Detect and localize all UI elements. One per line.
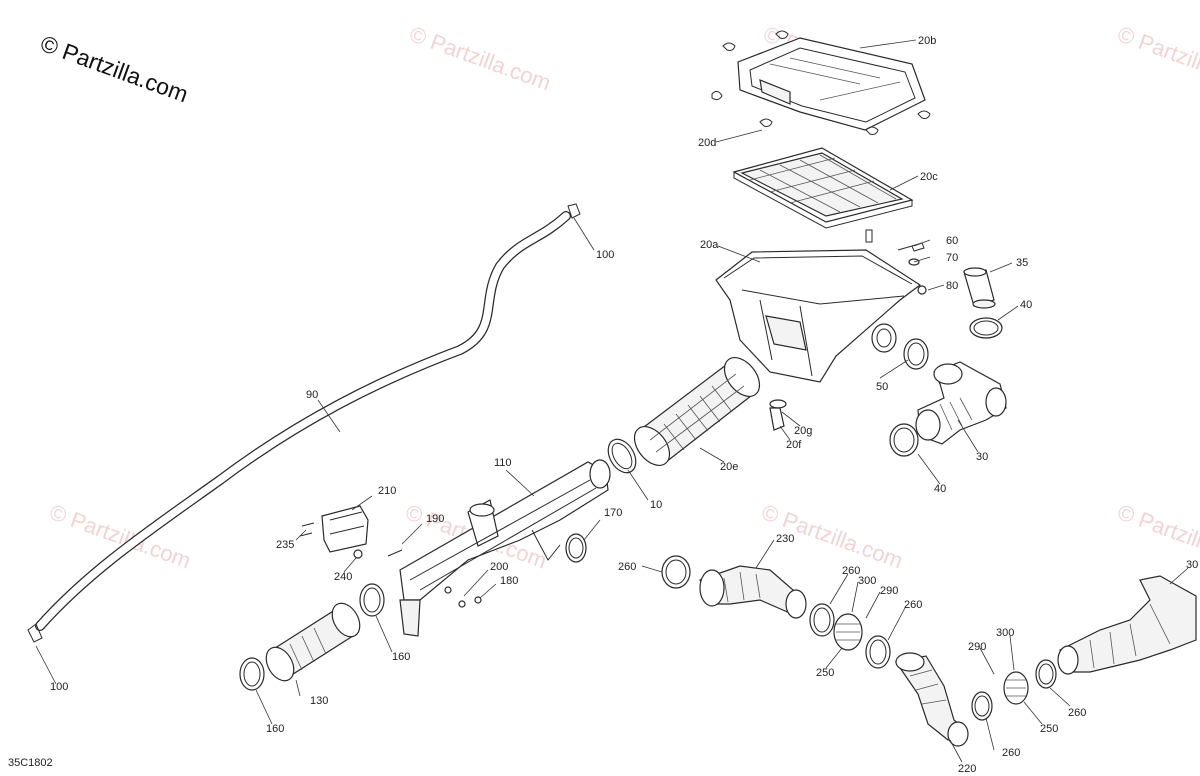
- watermark-layer: © Partzilla.com © Partzilla.com © Partzi…: [46, 21, 1200, 573]
- mounting-bracket: [321, 505, 369, 553]
- outlet-hose: [1057, 575, 1197, 675]
- callout-20f: 20f: [786, 439, 802, 451]
- callout-300: 300: [996, 627, 1014, 639]
- callout-100: 100: [596, 249, 614, 261]
- drain-tube: [27, 203, 581, 643]
- hose-clamp: [969, 317, 1003, 339]
- callout-235: 235: [276, 539, 294, 551]
- callout-70: 70: [946, 252, 958, 264]
- cover-clips: [711, 30, 931, 135]
- bolt-hardware: [299, 522, 482, 608]
- callout-110: 110: [494, 457, 512, 469]
- callout-180: 180: [500, 575, 518, 587]
- hose-clamp: [359, 583, 385, 617]
- hose-clamp: [809, 603, 835, 637]
- callout-80: 80: [946, 280, 958, 292]
- diagram-code: 35C1802: [8, 757, 53, 769]
- callout-20b: 20b: [918, 35, 936, 47]
- watermark-text: © Partzilla.com: [1114, 21, 1200, 95]
- hose-clamp: [865, 635, 891, 669]
- drain-valve: [769, 399, 787, 431]
- coupler: [1003, 671, 1029, 705]
- callout-230: 230: [776, 533, 794, 545]
- drain-cap: [963, 267, 996, 309]
- hose-clamp: [903, 338, 929, 370]
- callout-50: 50: [876, 381, 888, 393]
- hose-clamp: [239, 657, 265, 691]
- intake-hose: [633, 357, 761, 466]
- callout-160: 160: [392, 651, 410, 663]
- callout-20c: 20c: [920, 171, 938, 183]
- hose-clamp: [971, 691, 993, 721]
- callout-240: 240: [334, 571, 352, 583]
- callout-160: 160: [266, 723, 284, 735]
- corrugated-hose: [265, 602, 361, 682]
- airbox-cover: [737, 37, 926, 131]
- callout-190: 190: [426, 513, 444, 525]
- callout-300: 300: [858, 575, 876, 587]
- elbow-hose: [894, 652, 969, 747]
- callout-20e: 20e: [720, 461, 738, 473]
- callout-260: 260: [1068, 707, 1086, 719]
- callout-40: 40: [934, 483, 946, 495]
- callout-100: 100: [50, 681, 68, 693]
- airbox-housing: [715, 249, 922, 383]
- callout-30: 30: [1186, 559, 1198, 571]
- callout-20d: 20d: [698, 137, 716, 149]
- callout-60: 60: [946, 235, 958, 247]
- callout-20a: 20a: [700, 239, 719, 251]
- hose-clamp: [565, 533, 587, 563]
- hose-clamp: [889, 423, 919, 457]
- callout-250: 250: [816, 667, 834, 679]
- callout-260: 260: [1002, 747, 1020, 759]
- hose-clamp: [607, 438, 637, 474]
- callout-220: 220: [958, 763, 976, 775]
- callout-250: 250: [1040, 723, 1058, 735]
- hose-clamp: [1035, 659, 1057, 689]
- watermark-text: © Partzilla.com: [406, 21, 554, 95]
- callout-20g: 20g: [794, 425, 812, 437]
- callout-40: 40: [1020, 299, 1032, 311]
- callout-35: 35: [1016, 257, 1028, 269]
- elbow-hose: [699, 565, 807, 619]
- callout-260: 260: [618, 561, 636, 573]
- callout-290: 290: [880, 585, 898, 597]
- callout-30: 30: [976, 451, 988, 463]
- y-connector-hose: [915, 361, 1007, 445]
- callout-260: 260: [842, 565, 860, 577]
- hose-clamp: [661, 555, 691, 589]
- callout-130: 130: [310, 695, 328, 707]
- air-filter-element: [732, 147, 914, 229]
- callout-290: 290: [968, 641, 986, 653]
- callout-210: 210: [378, 485, 396, 497]
- leader-lines: [35, 39, 1189, 763]
- intake-duct: [399, 459, 611, 637]
- coupler: [833, 613, 863, 651]
- callout-260: 260: [904, 599, 922, 611]
- bolt-hardware: [865, 229, 927, 295]
- callout-10: 10: [650, 499, 662, 511]
- callout-200: 200: [490, 561, 508, 573]
- callout-90: 90: [306, 389, 318, 401]
- callout-170: 170: [604, 507, 622, 519]
- callout-labels: 20b 20d 20c 20a 60 70 80 35 40 50 30 40 …: [50, 35, 1198, 775]
